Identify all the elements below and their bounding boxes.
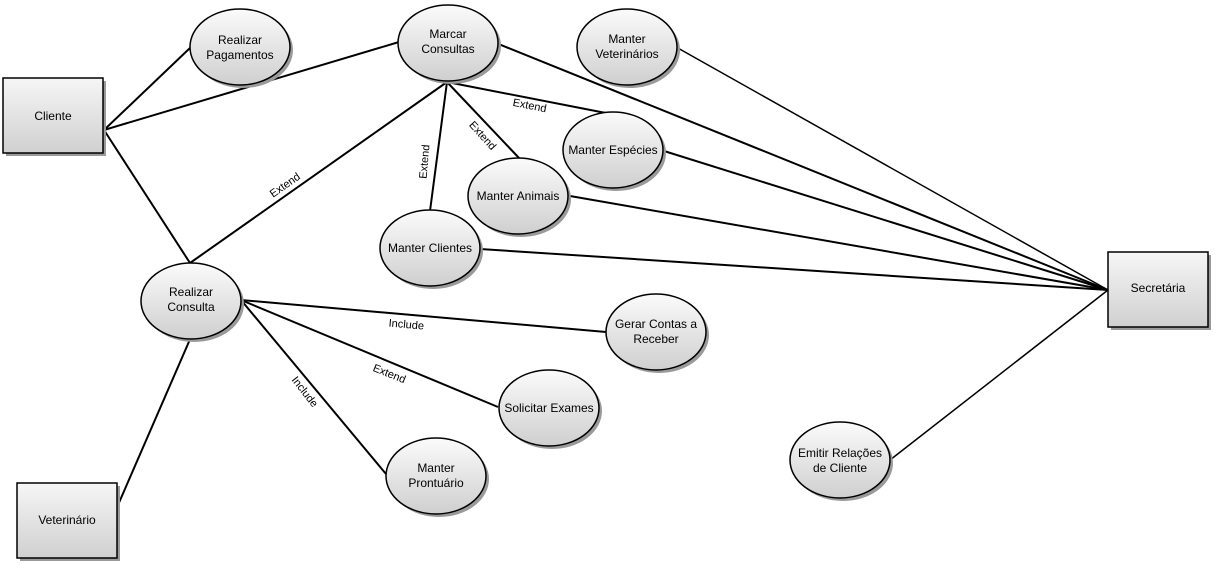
usecase-label: Manter Animais	[477, 189, 560, 203]
actor-secretaria[interactable]: Secretária	[1107, 251, 1211, 330]
assoc-cliente-realizar-consulta	[103, 129, 191, 264]
usecase-emitir-relacoes[interactable]: Emitir Relações de Cliente	[789, 421, 893, 501]
include-line-gerar-contas	[240, 299, 607, 333]
usecase-label: Emitir Relações	[798, 446, 882, 460]
extend-label-solicitar-exames: Extend	[371, 362, 407, 386]
usecase-label: Manter Espécies	[568, 143, 657, 157]
usecase-solicitar-exames[interactable]: Solicitar Exames	[498, 369, 602, 449]
actor-cliente[interactable]: Cliente	[2, 77, 106, 156]
usecase-label: Prontuário	[408, 476, 464, 490]
usecase-marcar-consultas[interactable]: Marcar Consultas	[397, 4, 501, 84]
usecase-label: Realizar	[169, 285, 213, 299]
usecase-gerar-contas[interactable]: Gerar Contas a Receber	[605, 293, 709, 373]
usecase-label: Receber	[633, 332, 678, 346]
associations	[103, 41, 1109, 506]
extend-line-realizar-consulta	[189, 81, 448, 264]
usecase-label: Solicitar Exames	[504, 401, 593, 415]
actor-label: Veterinário	[38, 513, 96, 527]
extend-line-manter-especies	[446, 81, 612, 115]
assoc-secretaria-manter-clientes	[479, 248, 1109, 291]
usecase-manter-especies[interactable]: Manter Espécies	[562, 111, 666, 191]
assoc-veterinario-realizar-consulta	[117, 336, 192, 506]
actor-veterinario[interactable]: Veterinário	[16, 482, 120, 561]
extend-label-manter-animais: Extend	[466, 119, 498, 152]
assoc-secretaria-marcar-consultas	[495, 42, 1109, 291]
usecase-label: Manter	[417, 461, 454, 475]
usecase-label: Consulta	[167, 300, 215, 314]
extend-line-solicitar-exames	[240, 299, 499, 408]
actor-label: Secretária	[1131, 281, 1186, 295]
usecase-manter-animais[interactable]: Manter Animais	[467, 157, 571, 237]
relations	[189, 81, 612, 475]
extend-line-manter-clientes	[429, 81, 448, 212]
usecase-label: Consultas	[421, 42, 474, 56]
usecase-manter-veterinarios[interactable]: Manter Veterinários	[576, 8, 680, 88]
usecase-manter-clientes[interactable]: Manter Clientes	[379, 209, 483, 289]
include-line-manter-prontuario	[240, 299, 387, 475]
usecase-label: Marcar	[429, 27, 466, 41]
usecase-label: Gerar Contas a	[615, 317, 697, 331]
include-label-manter-prontuario: Include	[289, 374, 320, 409]
extend-label-manter-clientes: Extend	[418, 144, 433, 179]
assoc-secretaria-emitir-relacoes	[889, 289, 1109, 461]
actor-label: Cliente	[34, 109, 72, 123]
usecase-label: Manter	[608, 32, 645, 46]
usecase-realizar-pagamentos[interactable]: Realizar Pagamentos	[189, 8, 293, 88]
assoc-secretaria-manter-veterinarios	[675, 46, 1109, 291]
assoc-secretaria-manter-especies	[663, 150, 1109, 291]
assoc-secretaria-manter-animais	[569, 195, 1109, 291]
usecase-label: Realizar	[218, 33, 262, 47]
include-label-gerar-contas: Include	[388, 317, 424, 332]
usecase-realizar-consulta[interactable]: Realizar Consulta	[140, 262, 244, 342]
usecase-label: Pagamentos	[206, 48, 273, 62]
usecase-manter-prontuario[interactable]: Manter Prontuário	[385, 437, 489, 517]
usecase-label: Manter Clientes	[388, 241, 472, 255]
extend-line-manter-animais	[446, 81, 520, 159]
usecase-label: de Cliente	[813, 461, 867, 475]
assoc-cliente-realizar-pagamentos	[103, 47, 191, 131]
usecase-label: Veterinários	[595, 47, 658, 61]
